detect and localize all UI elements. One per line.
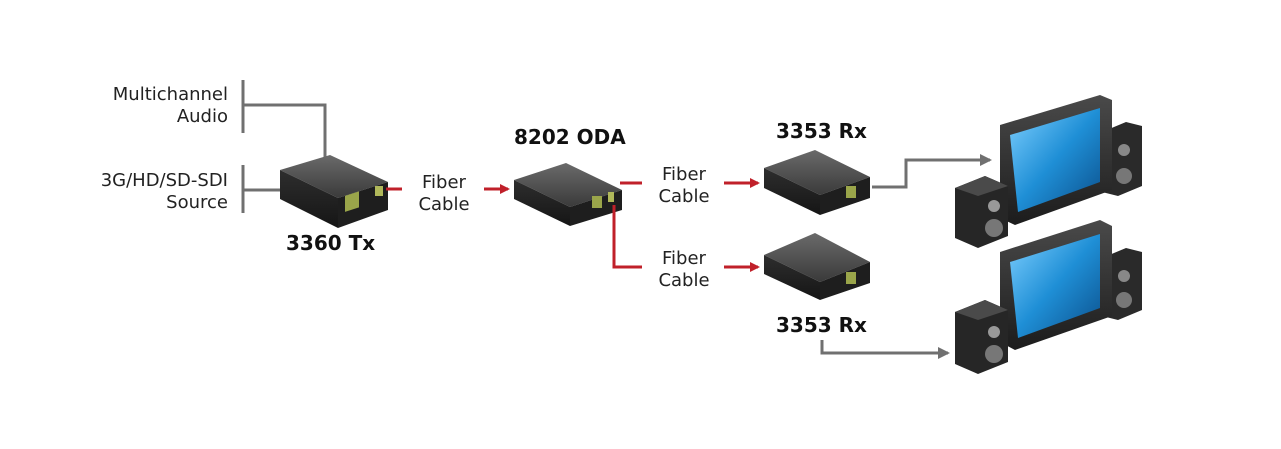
fiber-label-1-line1: Fiber [422, 172, 466, 193]
fiber-label-1-line2: Cable [418, 194, 470, 215]
fiber-link-3 [612, 205, 760, 272]
sdi-input-line [241, 165, 280, 213]
fiber-label-2: Fiber Cable [644, 164, 724, 208]
display-system-top-icon [955, 95, 1142, 248]
rx-bottom-device-icon [764, 233, 870, 300]
audio-label-line2: Audio [176, 106, 228, 127]
sdi-label-line1: 3G/HD/SD-SDI [100, 170, 228, 191]
output-line-top [872, 154, 992, 189]
sdi-input-label: 3G/HD/SD-SDI Source [60, 170, 228, 214]
output-line-bottom [820, 340, 950, 359]
display-system-bottom-icon [955, 220, 1142, 374]
fiber-label-1: Fiber Cable [404, 172, 484, 216]
fiber-label-3-line1: Fiber [662, 248, 706, 269]
fiber-label-3-line2: Cable [658, 270, 710, 291]
sdi-label-line2: Source [166, 192, 228, 213]
oda-device-label: 8202 ODA [514, 125, 626, 149]
rx-bottom-device-label: 3353 Rx [776, 313, 867, 337]
audio-input-label: Multichannel Audio [60, 84, 228, 128]
audio-label-line1: Multichannel [112, 84, 228, 105]
audio-input-line [241, 80, 327, 160]
rx-top-device-label: 3353 Rx [776, 119, 867, 143]
rx-top-device-icon [764, 150, 870, 215]
fiber-label-3: Fiber Cable [644, 248, 724, 292]
fiber-label-2-line2: Cable [658, 186, 710, 207]
fiber-label-2-line1: Fiber [662, 164, 706, 185]
tx-device-icon [280, 155, 388, 228]
tx-device-label: 3360 Tx [286, 231, 376, 255]
oda-device-icon [514, 163, 622, 226]
